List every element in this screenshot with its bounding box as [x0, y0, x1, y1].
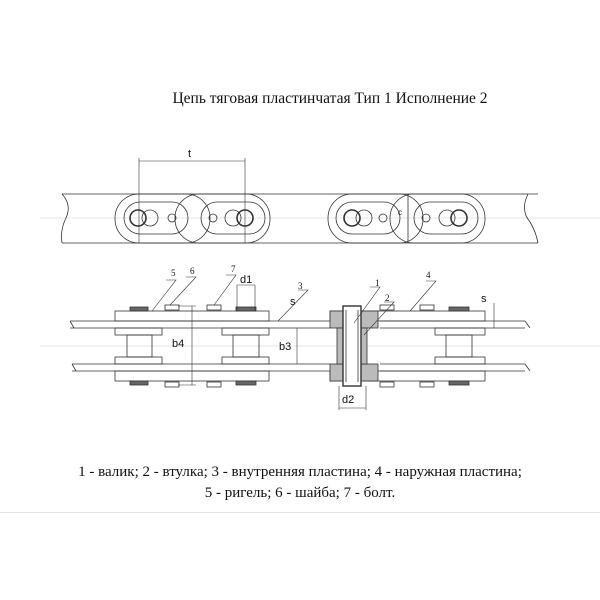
dimension-d2 [338, 386, 367, 410]
label-s-right: s [481, 293, 487, 305]
label-s: s [290, 296, 296, 308]
top-view [40, 158, 600, 244]
callout-3: 3 [298, 281, 303, 291]
label-d1: d1 [240, 274, 253, 286]
dimension-d1 [236, 284, 256, 311]
label-c: c [398, 208, 402, 217]
roller-1 [126, 334, 153, 358]
callout-4: 4 [426, 270, 431, 280]
dimension-b4 [178, 305, 196, 386]
dimension-t [138, 158, 246, 243]
label-d2: d2 [342, 394, 355, 406]
callout-7: 7 [231, 264, 236, 274]
inner-plate-right-top [380, 320, 531, 329]
label-b4: b4 [172, 338, 185, 350]
inner-plate-slot [123, 201, 189, 235]
break-left [61, 193, 69, 244]
label-b3: b3 [279, 341, 292, 353]
drawing-title: Цепь тяговая пластинчатая Тип 1 Исполнен… [172, 90, 488, 107]
pin [129, 209, 147, 227]
callout-leaders [151, 274, 437, 336]
callout-5: 5 [171, 268, 176, 278]
inner-plate-left-top [69, 320, 330, 329]
outer-plate [114, 193, 211, 244]
callout-1: 1 [375, 278, 380, 288]
legend-line-2: 5 - ригель; 6 - шайба; 7 - болт. [204, 485, 396, 501]
break-right [524, 193, 539, 244]
divider [0, 512, 600, 513]
legend-line-1: 1 - валик; 2 - втулка; 3 - внутренняя пл… [78, 464, 522, 480]
callout-2: 2 [385, 293, 390, 303]
pin-section [342, 305, 362, 387]
side-view [40, 274, 600, 410]
label-t: t [188, 148, 192, 160]
callout-6: 6 [190, 266, 195, 276]
